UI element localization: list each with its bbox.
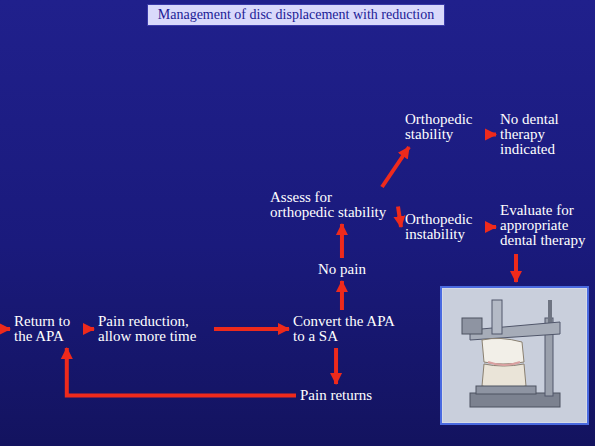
flow-arrow xyxy=(382,147,409,187)
flow-step: Return to the APA xyxy=(14,314,80,344)
step-text: No dental therapy indicated xyxy=(500,112,572,157)
flow-arrow xyxy=(67,348,296,396)
flow-step: Orthopedic stability xyxy=(405,112,485,142)
flow-step: Convert the APA to a SA xyxy=(293,314,405,344)
lower-cast xyxy=(482,364,526,389)
lower-mounting-plate xyxy=(476,386,536,394)
flow-step: Pain reduction, allow more time xyxy=(98,314,210,344)
articulator-upper-bow xyxy=(470,322,560,340)
flow-arrow xyxy=(489,225,496,229)
flow-arrow xyxy=(340,224,344,258)
flow-step: Pain returns xyxy=(300,388,372,403)
step-text: Return to the APA xyxy=(14,314,80,344)
flow-step: Orthopedic instability xyxy=(405,212,485,242)
flow-arrow xyxy=(214,327,289,331)
step-text: Pain reduction, allow more time xyxy=(98,314,210,344)
step-text: Convert the APA to a SA xyxy=(293,314,405,344)
picture-arrow xyxy=(514,254,518,282)
upper-cast xyxy=(482,338,524,364)
step-text: Evaluate for appropriate dental therapy xyxy=(500,203,592,248)
flow-arrow xyxy=(340,281,344,310)
step-text: No pain xyxy=(318,262,366,277)
flow-arrow xyxy=(489,133,496,137)
flow-step: Evaluate for appropriate dental therapy xyxy=(500,203,592,248)
flow-step: Assess for orthopedic stability xyxy=(270,190,394,220)
mounting-screw xyxy=(492,300,502,334)
flow-step: No dental therapy indicated xyxy=(500,112,572,157)
entry-arrow xyxy=(0,327,10,331)
flow-arrow xyxy=(334,348,338,384)
step-text: Orthopedic instability xyxy=(405,212,485,242)
flow-arrow xyxy=(84,327,94,331)
step-text: Assess for orthopedic stability xyxy=(270,190,394,220)
step-text: Pain returns xyxy=(300,388,372,403)
dentition xyxy=(488,362,520,365)
slide-title: Management of disc displacement with red… xyxy=(147,4,445,26)
incisal-pin xyxy=(548,300,552,324)
photo-frame xyxy=(441,287,588,424)
flow-step: No pain xyxy=(318,262,366,277)
photo-ground xyxy=(443,289,586,422)
flow-arrow xyxy=(398,207,401,228)
condylar-housing xyxy=(462,318,482,334)
step-text: Orthopedic stability xyxy=(405,112,485,142)
